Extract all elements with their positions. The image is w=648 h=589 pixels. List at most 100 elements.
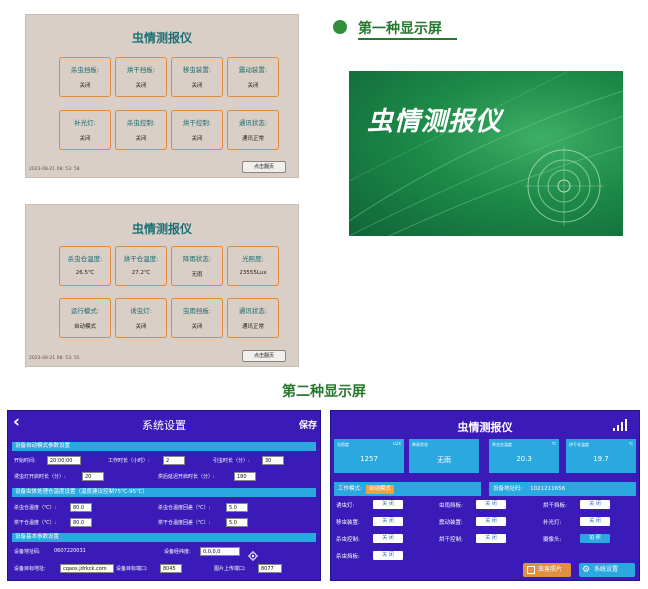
status-cell[interactable]: 通讯状态:通讯正常 (227, 110, 279, 150)
status-cell[interactable]: 杀虫挡板: 关闭 (59, 57, 111, 97)
dry-shield-toggle[interactable]: 关 闭 (580, 500, 610, 509)
status-cell[interactable]: 诱虫灯:关闭 (115, 298, 167, 338)
settings-header: ‹ 系统设置 保存 (8, 411, 320, 437)
page-flip-button[interactable]: 点击翻页 (242, 350, 286, 362)
work-mode-bar: 工作模式:自动模式 (334, 482, 481, 496)
cell-label: 通讯状态: (238, 119, 268, 127)
vibration-toggle[interactable]: 关 闭 (476, 517, 506, 526)
status-cell[interactable]: 虫雨挡板: 关闭 (171, 298, 223, 338)
target-port-input[interactable]: 8045 (160, 564, 182, 573)
cell-value: 26.5℃ (75, 270, 95, 276)
cell-label: 虫雨挡板: (182, 307, 212, 315)
control-label: 移虫装置: (336, 520, 360, 526)
cell-value: 关闭 (247, 83, 259, 89)
cell-label: 运行模式: (70, 307, 100, 315)
tile-unit: ℃ (551, 441, 557, 446)
lure-lamp-toggle[interactable]: 关 闭 (373, 500, 403, 509)
section-header: 设备虫体处理仓温度设置（温度建议控制75℃-95℃） (12, 488, 316, 497)
save-button[interactable]: 保存 (298, 421, 317, 431)
control-label: 烘干挡板: (543, 503, 567, 509)
cell-label: 通讯状态: (238, 307, 268, 315)
camera-capture-button[interactable]: 拍 照 (580, 534, 610, 543)
field-label: 杀虫仓温度（℃）: (14, 505, 57, 511)
kill-shield-toggle[interactable]: 关 闭 (373, 551, 403, 560)
caption-underline (358, 38, 457, 40)
cell-label: 诱虫灯: (130, 307, 152, 315)
panel-screen-1: 虫情测报仪 杀虫挡板: 关闭 烘干挡板:关闭 移虫装置:关闭 震动装置: 关闭 补光… (25, 14, 299, 178)
field-label: 烘干仓温度回差（℃）: (158, 520, 211, 526)
dry-temp-input[interactable]: 80.0 (70, 518, 92, 527)
status-cell[interactable]: 运行模式:自动模式 (59, 298, 111, 338)
status-cell[interactable]: 通讯状态:通讯正常 (227, 298, 279, 338)
control-label: 虫雨挡板: (439, 503, 463, 509)
cell-label: 杀虫挡板: (70, 66, 100, 74)
timestamp: 2023-08-21 08: 53: 55 (29, 356, 80, 361)
device-address-bar: 设备地址码: 1021211656 (489, 482, 636, 496)
status-cell[interactable]: 烘干挡板:关闭 (115, 57, 167, 97)
address-value: 1021211656 (530, 486, 566, 492)
tile-value: 无雨 (437, 456, 451, 464)
status-cell[interactable]: 烘干仓温度:27.2℃ (115, 246, 167, 286)
locate-icon[interactable] (248, 546, 258, 561)
upload-port-input[interactable]: 8077 (258, 564, 282, 573)
work-hours-input[interactable]: 2 (163, 456, 185, 465)
caption-second-screen: 第二种显示屏 (282, 384, 366, 400)
gear-icon: ⚙ (582, 565, 591, 575)
fill-light-toggle[interactable]: 关 闭 (580, 517, 610, 526)
sensor-tile: 杀虫仓温度 ℃ 20.3 (489, 439, 559, 473)
field-label: 诱虫灯开启时长（分）: (14, 474, 66, 480)
status-cell[interactable]: 杀虫控制: 关闭 (115, 110, 167, 150)
field-label: 烘干仓温度（℃）: (14, 520, 57, 526)
cell-label: 杀虫控制: (126, 119, 156, 127)
page-flip-button[interactable]: 点击翻页 (242, 161, 286, 173)
panel-title: 虫情测报仪 (131, 31, 192, 45)
mode-value[interactable]: 自动模式 (365, 485, 394, 494)
mover-toggle[interactable]: 关 闭 (373, 517, 403, 526)
mode-label: 工作模式: (338, 486, 362, 492)
coordinates-input[interactable]: 0,0,0,0 (200, 547, 240, 556)
rain-shield-toggle[interactable]: 关 闭 (476, 500, 506, 509)
kill-temp-diff-input[interactable]: 5.0 (226, 503, 248, 512)
cell-label: 光照度: (242, 255, 264, 263)
field-label: 开始时间: (14, 458, 36, 464)
kill-temp-input[interactable]: 80.0 (70, 503, 92, 512)
control-label: 补光灯: (543, 520, 562, 526)
signal-bars-icon (613, 419, 629, 431)
start-time-input[interactable]: 20:00:00 (47, 456, 81, 465)
field-label: 引虫时长（分）: (213, 458, 250, 464)
control-label: 摄像头: (543, 537, 562, 543)
tile-value: 20.3 (516, 455, 532, 463)
dry-control-toggle[interactable]: 关 闭 (476, 534, 506, 543)
field-lines-graphic (349, 71, 623, 236)
cell-value: 关闭 (191, 324, 203, 330)
status-cell[interactable]: 烘干控制:关闭 (171, 110, 223, 150)
field-label: 设备目标端口: (116, 566, 148, 572)
pest-photos-label: 虫害照片 (538, 566, 563, 573)
status-cell[interactable]: 补光灯:关闭 (59, 110, 111, 150)
status-cell[interactable]: 震动装置: 关闭 (227, 57, 279, 97)
cell-value: 关闭 (135, 136, 147, 142)
chevron-left-icon[interactable]: ‹ (13, 412, 21, 432)
system-settings-button[interactable]: ⚙ 系统设置 (579, 563, 635, 577)
cell-value: 关闭 (191, 83, 203, 89)
cell-label: 震动装置: (238, 66, 268, 74)
tile-label: 杀虫仓温度 (492, 442, 512, 447)
status-cell[interactable]: 光照度:23555Lux (227, 246, 279, 286)
dry-temp-diff-input[interactable]: 5.0 (226, 518, 248, 527)
lamp-duration-input[interactable]: 20 (82, 472, 104, 481)
cell-label: 补光灯: (74, 119, 96, 127)
status-cell[interactable]: 移虫装置:关闭 (171, 57, 223, 97)
section-header: 设备自动模式参数设置 (12, 442, 316, 451)
pest-photos-button[interactable]: 虫害照片 (523, 563, 571, 577)
tile-unit: ℃ (628, 441, 634, 446)
lure-duration-input[interactable]: 30 (262, 456, 284, 465)
field-label: 图片上传端口: (214, 566, 246, 572)
status-cell[interactable]: 杀虫仓温度:26.5℃ (59, 246, 111, 286)
delay-duration-input[interactable]: 180 (234, 472, 256, 481)
cell-value: 关闭 (79, 83, 91, 89)
target-address-input[interactable]: cqaos.jdrkck.com (60, 564, 114, 573)
status-cell[interactable]: 降雨状态:无雨 (171, 246, 223, 286)
kill-control-toggle[interactable]: 关 闭 (373, 534, 403, 543)
timestamp: 2023-08-21 08: 53: 58 (29, 167, 80, 172)
